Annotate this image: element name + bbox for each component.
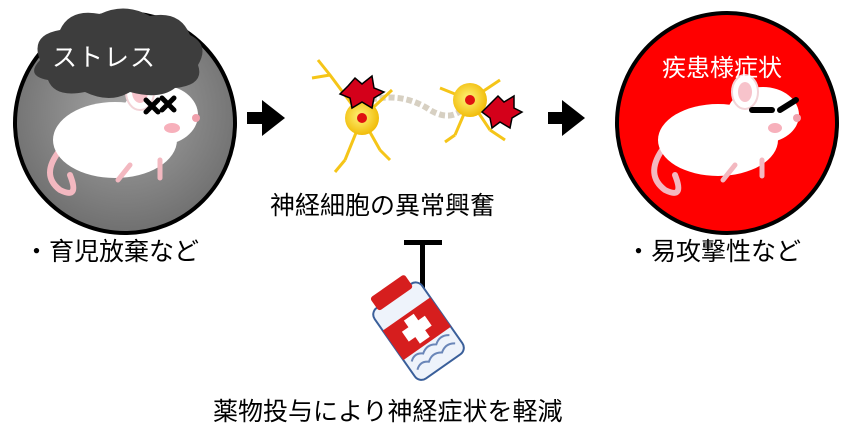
stress-cloud-icon <box>34 8 203 98</box>
stress-label: ストレス <box>52 43 157 72</box>
neuron-caption: 神経細胞の異常興奮 <box>270 191 496 220</box>
left-caption: ・育児放棄など <box>24 237 200 266</box>
excitation-burst-icon <box>338 74 386 110</box>
x-eye-icon <box>143 97 161 115</box>
arrow-right-icon <box>247 100 285 136</box>
right-caption: ・易攻撃性など <box>626 237 802 266</box>
drug-caption: 薬物投与により神経症状を軽減 <box>213 397 563 426</box>
medicine-bottle-icon <box>370 275 465 381</box>
arrow-right-icon-2 <box>548 100 585 136</box>
inhibition-t-icon <box>404 240 442 288</box>
disease-label: 疾患様症状 <box>662 54 782 82</box>
aggressive-mouse-icon <box>651 74 801 196</box>
neuron-illustration <box>311 59 524 173</box>
